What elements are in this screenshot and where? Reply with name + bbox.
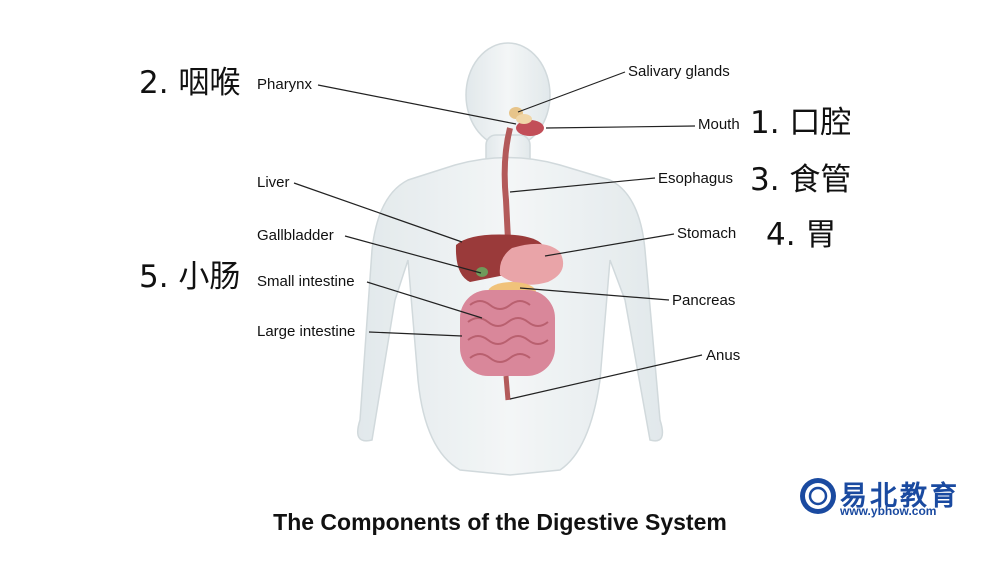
cn-label-stomach: 4. 胃	[766, 217, 837, 253]
label-gallbladder: Gallbladder	[257, 227, 334, 244]
label-mouth: Mouth	[698, 116, 740, 133]
label-esophagus: Esophagus	[658, 170, 734, 187]
label-salivary-glands: Salivary glands	[628, 63, 730, 80]
cn-label-small-intestine: 5. 小肠	[139, 259, 241, 295]
label-anus: Anus	[706, 347, 741, 364]
cn-label-pharynx: 2. 咽喉	[139, 65, 241, 101]
label-pancreas: Pancreas	[672, 292, 736, 309]
cn-label-mouth: 1. 口腔	[750, 105, 852, 141]
intestines-shape	[460, 290, 555, 401]
stomach-shape	[499, 243, 564, 285]
mouth-shape	[516, 120, 544, 136]
label-stomach: Stomach	[677, 225, 737, 242]
diagram-title: The Components of the Digestive System	[273, 509, 727, 535]
brand-logo-emblem	[800, 478, 836, 514]
esophagus-tube	[501, 127, 513, 241]
label-pharynx: Pharynx	[257, 76, 313, 93]
label-liver: Liver	[257, 174, 290, 191]
brand-logo: 易北教育 www.ybhow.com	[796, 474, 976, 522]
cn-label-esophagus: 3. 食管	[750, 162, 852, 198]
brand-logo-url: www.ybhow.com	[840, 504, 937, 518]
label-large-intestine: Large intestine	[257, 323, 356, 340]
label-small-intestine: Small intestine	[257, 273, 355, 290]
leader-lines	[293, 71, 703, 400]
brand-logo-name: 易北教育	[840, 481, 960, 512]
